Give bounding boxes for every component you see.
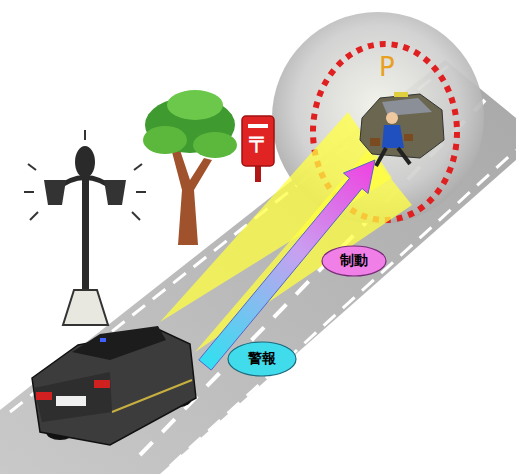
lamp-base	[63, 290, 108, 325]
lamp-rays	[24, 130, 146, 220]
mailbox-body	[242, 116, 274, 166]
pedestrian	[370, 112, 413, 166]
lamp-head	[75, 146, 95, 178]
parked-car	[360, 92, 444, 158]
street-lamp	[24, 130, 146, 325]
bubble-ellipse	[322, 246, 386, 276]
tree	[143, 90, 237, 245]
pedestrian-leg	[376, 148, 386, 166]
label-bubble: 制動	[321, 245, 387, 277]
bubble-ellipse	[228, 342, 296, 376]
tail-light	[94, 380, 110, 388]
roof-light	[100, 338, 106, 342]
pedestrian-head	[386, 112, 398, 124]
mailbox	[242, 116, 274, 182]
lamp-pole	[82, 170, 89, 300]
approach-arrow	[199, 160, 375, 370]
label-bubble: 警報	[227, 341, 297, 377]
tree-foliage	[167, 90, 223, 120]
postal-mark: 〒	[248, 134, 270, 156]
pedestrian-leg	[398, 148, 410, 164]
bubble-text: 制動	[340, 252, 368, 270]
lamp-head	[44, 180, 66, 205]
pedestrian-body	[382, 125, 404, 148]
road-edge-line	[170, 150, 516, 466]
body-stripe	[112, 380, 192, 412]
lamp-head	[104, 180, 126, 205]
tree-trunk	[172, 150, 212, 245]
briefcase	[370, 138, 380, 146]
car-window	[72, 326, 166, 360]
license-plate	[56, 396, 86, 406]
tree-foliage	[143, 126, 187, 154]
mailbox-slot	[248, 124, 268, 128]
parking-sign: P	[379, 54, 395, 80]
car-body	[360, 94, 444, 158]
tail-light	[36, 392, 52, 400]
tree-foliage	[193, 132, 237, 158]
taxi-sign	[394, 92, 408, 97]
road	[0, 60, 516, 474]
car-rear	[34, 372, 112, 422]
approaching-car	[32, 326, 196, 445]
bubble-text: 警報	[248, 350, 276, 368]
briefcase	[404, 134, 413, 141]
